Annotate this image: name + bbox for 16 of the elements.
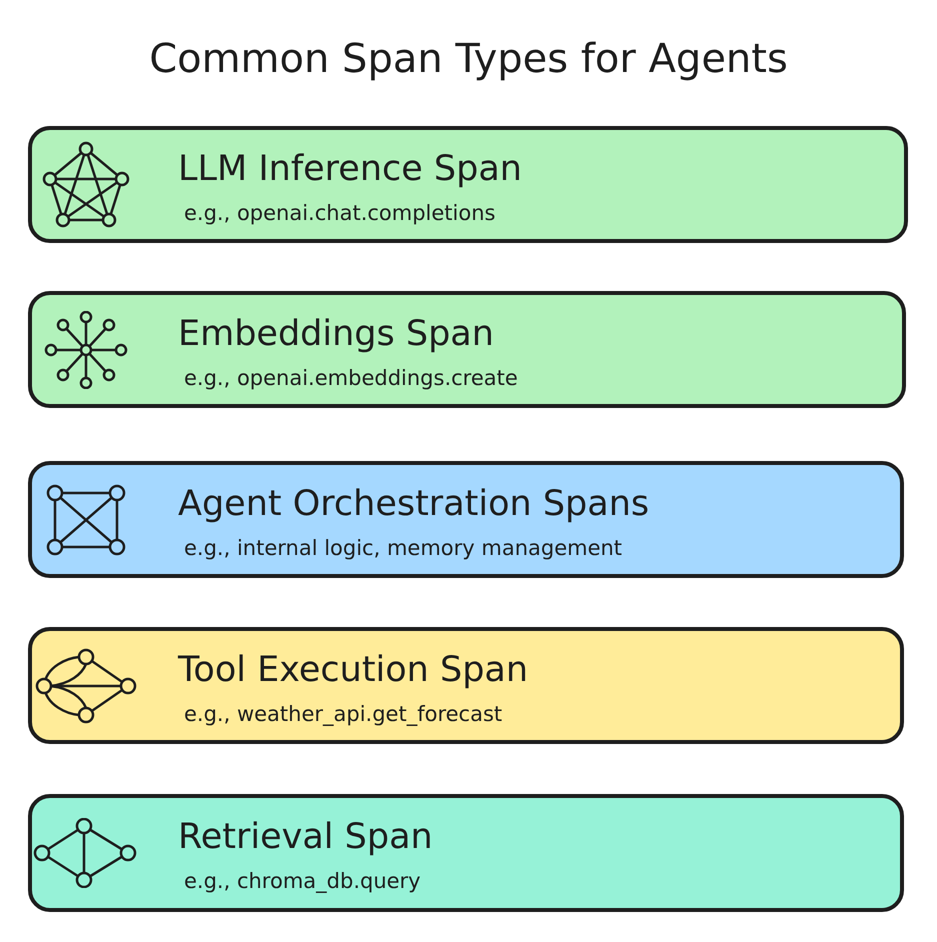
example-text: e.g., openai.chat.completions: [184, 200, 496, 226]
heading-text: Tool Execution Span: [178, 649, 528, 691]
list-item-card: [28, 794, 904, 912]
list-item-card: [28, 126, 908, 243]
example-text: e.g., internal logic, memory management: [184, 535, 622, 561]
list-item-card: [28, 461, 904, 578]
example-text: e.g., weather_api.get_forecast: [184, 701, 502, 727]
heading-text: Agent Orchestration Spans: [178, 483, 650, 525]
list-item-card: [28, 627, 904, 744]
diagram-title: Common Span Types for Agents: [149, 35, 788, 84]
list-item-card: [28, 291, 906, 408]
heading-text: LLM Inference Span: [178, 148, 522, 190]
heading-text: Embeddings Span: [178, 313, 494, 355]
example-text: e.g., openai.embeddings.create: [184, 365, 518, 391]
example-text: e.g., chroma_db.query: [184, 868, 421, 894]
heading-text: Retrieval Span: [178, 816, 433, 858]
